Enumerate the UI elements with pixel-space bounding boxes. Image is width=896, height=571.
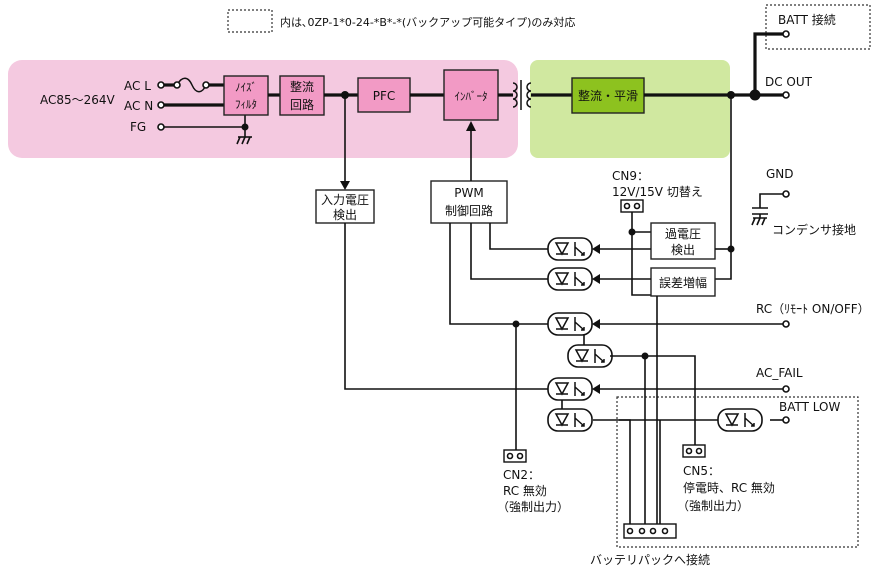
backup-option-region (616, 396, 859, 548)
overvoltage-detect-block (650, 222, 716, 260)
capacitor-ground-icon (751, 193, 783, 226)
batt-connect-label: BATT 接続 (778, 12, 836, 27)
cn5-label-3: （強制出力） (677, 499, 749, 513)
rectifier-label-2: 回路 (290, 97, 314, 112)
transformer-icon (512, 80, 532, 110)
inverter-block (443, 69, 499, 121)
ac-l-label: AC L (124, 79, 151, 93)
error-amp-block (650, 267, 716, 297)
batt-connect-box (765, 4, 871, 50)
legend-note: 内は､0ZP-1*0-24-*B*-*(バックアップ可能タイプ)のみ対応 (280, 15, 575, 29)
cn9-label-2: 12V/15V 切替え (612, 185, 703, 199)
pfc-block (357, 77, 411, 113)
battery-pack-label: バッテリパックへ接続 (590, 552, 710, 567)
optocoupler-error-amp (547, 267, 593, 291)
chassis-ground-icon (236, 136, 252, 145)
ivd-label-2: 検出 (333, 208, 357, 222)
rect-smooth-label: 整流・平滑 (578, 88, 638, 103)
optocoupler-link (561, 335, 585, 409)
batt-low-label: BATT LOW (779, 400, 840, 414)
dc-out-label: DC OUT (765, 75, 813, 89)
optocoupler-rc-in (547, 312, 593, 336)
capacitor-ground-label: コンデンサ接地 (772, 222, 856, 237)
legend-dashed-box (227, 9, 273, 33)
cn9-jumper[interactable] (620, 199, 644, 213)
error-amp-label: 誤差増幅 (659, 275, 707, 290)
ovd-label-2: 検出 (671, 243, 695, 257)
battery-pack-connector[interactable] (623, 523, 677, 539)
cn9-label-1: CN9： (612, 169, 649, 183)
noise-filter-label-2: ﾌｨﾙﾀ (235, 98, 257, 111)
rectifier-label-1: 整流 (290, 79, 314, 94)
optocoupler-batt (547, 408, 593, 432)
inverter-label: ｲﾝﾊﾞｰﾀ (455, 90, 488, 103)
input-voltage-label: AC85～264V (40, 93, 116, 107)
optocoupler-ac-fail (547, 377, 593, 401)
cn5-jumper[interactable] (682, 444, 706, 458)
cn5-label-1: CN5： (683, 464, 720, 478)
pwm-label-2: 制御回路 (445, 203, 493, 218)
pfc-label: PFC (373, 89, 396, 103)
rc-label: RC（ﾘﾓｰﾄ ON/OFF） (756, 302, 870, 316)
ac-fail-label: AC_FAIL (756, 366, 803, 380)
rect-smooth-block (571, 77, 645, 114)
optocoupler-overvoltage (547, 237, 593, 261)
optocoupler-batt-low (717, 408, 763, 432)
optocoupler-rc-out (567, 344, 613, 368)
input-voltage-detect-block (315, 189, 375, 224)
cn2-jumper[interactable] (503, 449, 527, 463)
pwm-control-block (430, 180, 508, 224)
cn5-label-2: 停電時、RC 無効 (683, 480, 775, 495)
ovd-label-1: 過電圧 (665, 227, 701, 241)
rectifier-block (279, 75, 325, 116)
fuse-icon (176, 77, 207, 93)
fg-label: FG (130, 120, 146, 134)
cn2-label-2: RC 無効 (503, 483, 547, 498)
cn2-label-1: CN2： (503, 468, 540, 482)
gnd-label: GND (766, 167, 794, 181)
cn2-label-3: （強制出力） (497, 500, 569, 514)
noise-filter-label-1: ﾉｲｽﾞ (235, 81, 257, 94)
pwm-label-1: PWM (454, 186, 483, 200)
ac-n-label: AC N (124, 99, 153, 113)
ivd-label-1: 入力電圧 (321, 193, 369, 207)
